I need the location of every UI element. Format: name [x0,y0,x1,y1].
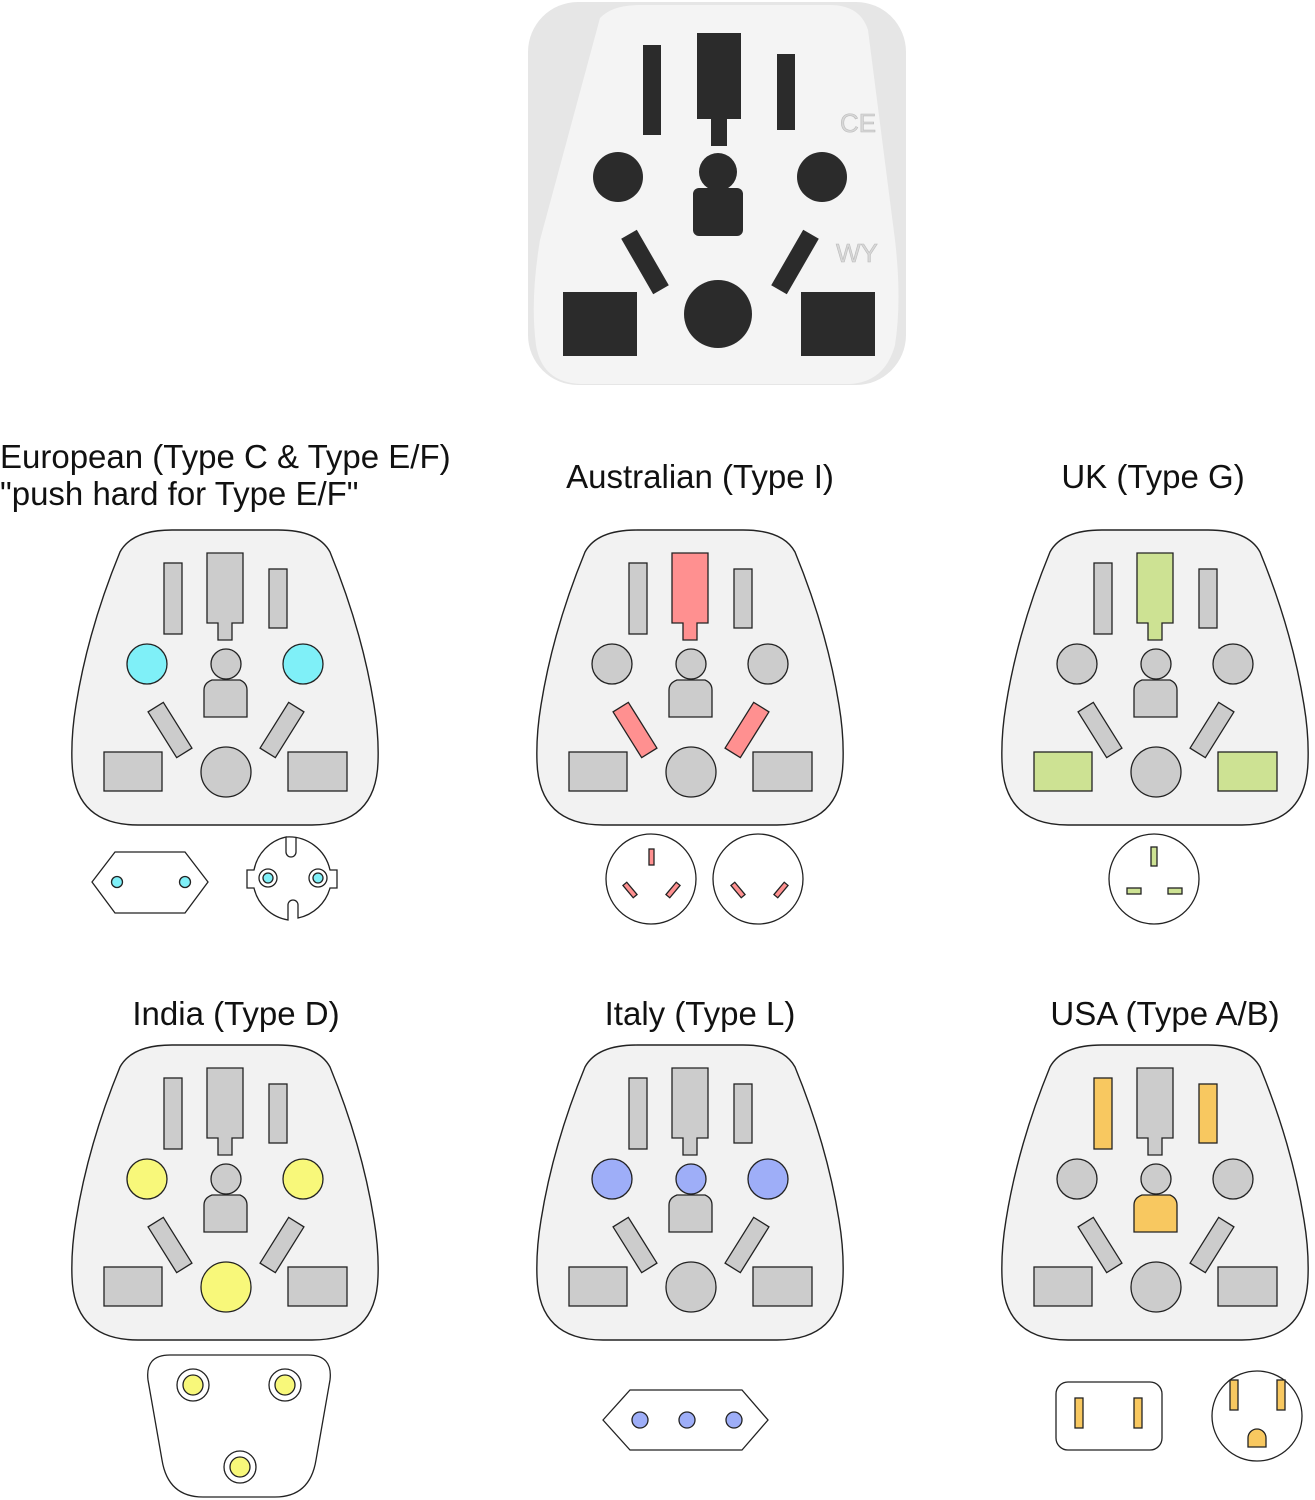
socket-hole-diag-right [1189,701,1235,759]
socket-hole-rect-right [752,1266,813,1307]
socket-hole-keyhole-body [203,1194,248,1233]
socket-hole-diag-left [612,701,658,759]
socket-hole-bottom-circle [665,1261,717,1313]
socket-hole-bottom-circle [200,1261,252,1313]
socket-hole-diag-right [1189,1216,1235,1274]
socket-hole-slot-left [1093,562,1113,635]
socket-hole-circle-right [282,1158,324,1200]
socket-hole-slot-left [163,1077,183,1150]
socket-title-european: European (Type C & Type E/F) [0,438,451,475]
socket-hole-diag-right [724,1216,770,1274]
socket-hole-top-center [206,552,244,641]
plug-type-g-icon [1108,833,1200,925]
socket-hole-circle-left [591,643,633,685]
socket-hole-circle-left [1056,1158,1098,1200]
plug-schuko-icon [246,836,338,921]
socket-hole-slot-left [628,1077,648,1150]
socket-hole-slot-left [1093,1077,1113,1150]
socket-hole-keyhole-body [668,679,713,718]
plug-type-i-icon [605,833,697,925]
socket-hole-diag-right [259,701,305,759]
socket-hole-diag-right [724,701,770,759]
socket-hole-circle-right [1212,1158,1254,1200]
socket-hole-keyhole-top [675,1163,707,1195]
socket-hole-circle-left [591,1158,633,1200]
socket-panel-australian [536,529,844,826]
socket-hole-slot-left [628,562,648,635]
socket-hole-keyhole-body [1133,679,1178,718]
socket-hole-rect-right [1217,751,1278,792]
socket-hole-rect-left [568,1266,628,1307]
socket-hole-top-center [1136,552,1174,641]
socket-hole-diag-right [259,1216,305,1274]
socket-hole-rect-right [287,751,348,792]
socket-panel-european [71,529,379,826]
plug-type-c-icon [91,851,209,914]
socket-hole-slot-right [1198,1083,1218,1144]
socket-hole-rect-left [103,751,163,792]
socket-hole-top-center [1136,1067,1174,1156]
socket-hole-bottom-circle [1130,1261,1182,1313]
socket-hole-slot-left [163,562,183,635]
socket-hole-keyhole-top [1140,648,1172,680]
socket-hole-keyhole-top [1140,1163,1172,1195]
socket-title-usa: USA (Type A/B) [1050,995,1279,1032]
plug-type-d-icon [147,1354,331,1498]
socket-hole-rect-right [287,1266,348,1307]
socket-hole-rect-left [568,751,628,792]
socket-hole-rect-left [1033,1266,1093,1307]
socket-title-australian: Australian (Type I) [566,458,834,495]
socket-hole-keyhole-body [668,1194,713,1233]
socket-hole-circle-right [282,643,324,685]
socket-hole-rect-right [752,751,813,792]
socket-hole-circle-left [126,1158,168,1200]
plug-type-b-icon [1211,1370,1303,1462]
adapter-photo: CE WY [528,2,906,385]
wy-mark: WY [836,238,878,268]
socket-panel-uk [1001,529,1309,826]
socket-hole-top-center [671,552,709,641]
photo-holes [563,33,875,356]
socket-hole-diag-left [612,1216,658,1274]
socket-hole-diag-left [1077,701,1123,759]
plug-type-i-no-earth-icon [712,833,804,925]
socket-hole-bottom-circle [1130,746,1182,798]
socket-subtitle-european: "push hard for Type E/F" [0,475,359,512]
socket-hole-keyhole-top [210,1163,242,1195]
socket-hole-keyhole-body [1133,1194,1178,1233]
socket-title-italy: Italy (Type L) [605,995,796,1032]
socket-panel-italy [536,1044,844,1341]
socket-hole-diag-left [1077,1216,1123,1274]
socket-title-uk: UK (Type G) [1061,458,1244,495]
socket-hole-circle-right [747,643,789,685]
socket-hole-circle-left [1056,643,1098,685]
socket-hole-circle-right [747,1158,789,1200]
socket-hole-rect-right [1217,1266,1278,1307]
socket-hole-bottom-circle [665,746,717,798]
socket-panel-india [71,1044,379,1341]
socket-hole-keyhole-top [675,648,707,680]
socket-panel-usa [1001,1044,1309,1341]
socket-hole-rect-left [1033,751,1093,792]
ce-mark: CE [840,108,876,138]
socket-hole-rect-left [103,1266,163,1307]
socket-hole-slot-right [1198,568,1218,629]
socket-title-india: India (Type D) [132,995,339,1032]
socket-hole-slot-right [268,568,288,629]
socket-hole-circle-right [1212,643,1254,685]
socket-hole-bottom-circle [200,746,252,798]
plug-type-l-icon [602,1389,769,1451]
socket-hole-top-center [206,1067,244,1156]
socket-hole-keyhole-top [210,648,242,680]
socket-hole-circle-left [126,643,168,685]
socket-hole-slot-right [733,1083,753,1144]
socket-hole-top-center [671,1067,709,1156]
socket-hole-keyhole-body [203,679,248,718]
socket-hole-slot-right [268,1083,288,1144]
socket-hole-slot-right [733,568,753,629]
socket-hole-diag-left [147,1216,193,1274]
plug-type-a-icon [1055,1381,1163,1451]
socket-hole-diag-left [147,701,193,759]
